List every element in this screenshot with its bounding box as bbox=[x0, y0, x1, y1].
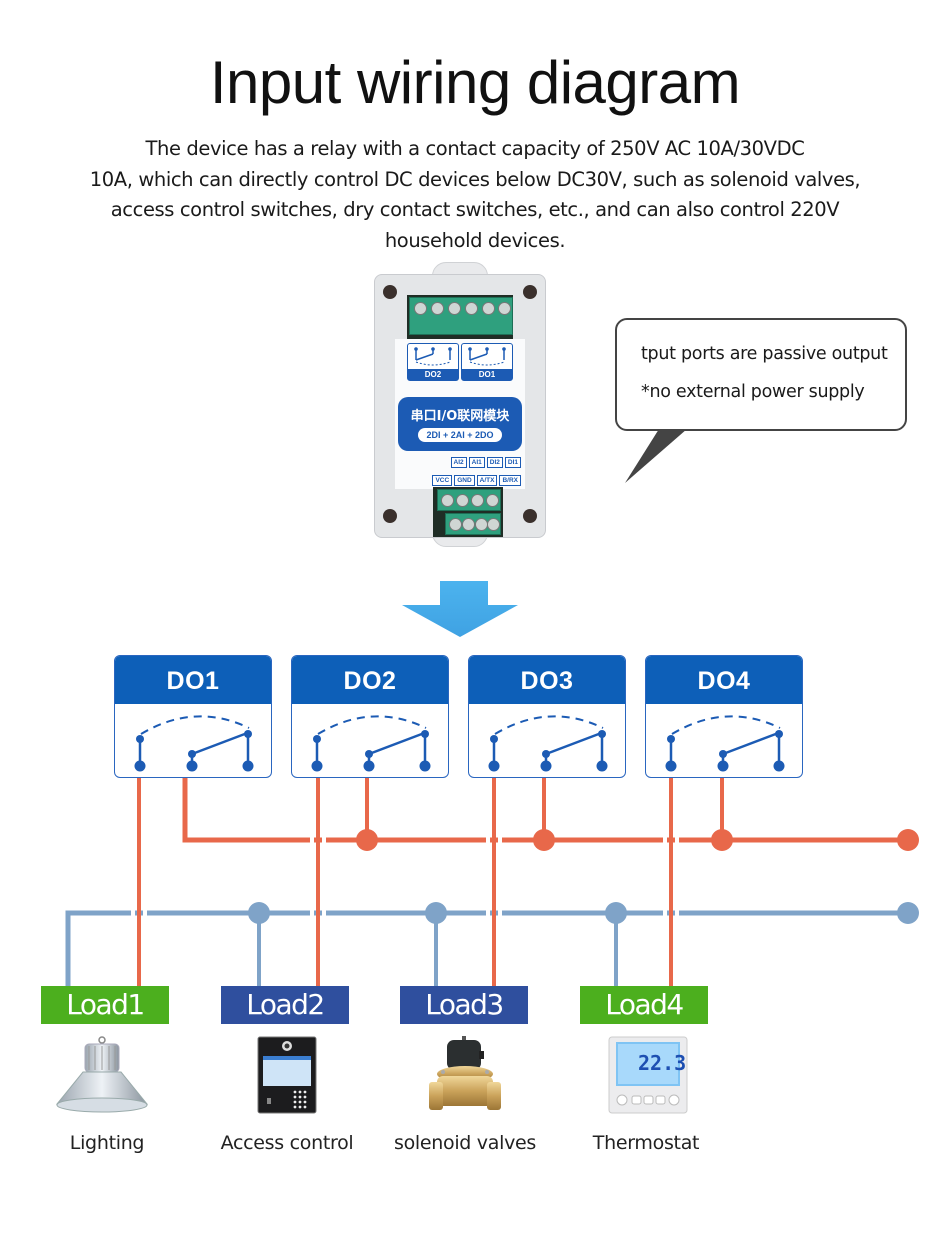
mount-hole-icon bbox=[523, 509, 537, 523]
screw-icon bbox=[431, 302, 444, 315]
relay-label: DO2 bbox=[292, 656, 448, 704]
neutral-bus bbox=[65, 902, 919, 988]
screw-icon bbox=[487, 518, 500, 531]
screw-icon bbox=[449, 518, 462, 531]
bubble-tail-icon bbox=[625, 429, 687, 483]
mount-hole-icon bbox=[523, 285, 537, 299]
device-label-panel: DO2 DO1 串口I/O联网模块 2DI + 2AI + 2DO AI2 bbox=[395, 339, 525, 489]
port-label: A/TX bbox=[476, 475, 498, 486]
io-module-device: DO2 DO1 串口I/O联网模块 2DI + 2AI + 2DO AI2 bbox=[374, 262, 546, 547]
terminal-dot bbox=[897, 829, 919, 851]
screw-icon bbox=[482, 302, 495, 315]
device-name-badge: 串口I/O联网模块 2DI + 2AI + 2DO bbox=[398, 397, 522, 451]
load-label: Load1 bbox=[41, 986, 169, 1024]
screw-icon bbox=[471, 494, 484, 507]
junction-dot bbox=[248, 902, 270, 924]
load-label: Load2 bbox=[221, 986, 349, 1024]
high-bay-lamp-icon bbox=[55, 1036, 149, 1113]
screw-icon bbox=[462, 518, 475, 531]
relay-label: DO3 bbox=[469, 656, 625, 704]
relay-contact-icon bbox=[414, 347, 452, 366]
description-line: 10A, which can directly control DC devic… bbox=[89, 167, 861, 191]
junction-dot bbox=[425, 902, 447, 924]
relay-contact-icon bbox=[468, 347, 506, 366]
relay-contact-icon bbox=[134, 715, 254, 772]
screw-icon bbox=[465, 302, 478, 315]
mount-hole-icon bbox=[383, 509, 397, 523]
terminal-dot bbox=[897, 902, 919, 924]
screw-icon bbox=[486, 494, 499, 507]
port-labels-row2: VCC GND A/TX B/RX bbox=[432, 475, 521, 486]
mini-relay-do2: DO2 bbox=[407, 343, 459, 381]
load-caption: solenoid valves bbox=[393, 1132, 537, 1154]
load-caption: Lighting bbox=[69, 1132, 145, 1154]
note-bubble: tput ports are passive output *no extern… bbox=[615, 318, 907, 431]
load-caption: Thermostat bbox=[592, 1132, 700, 1154]
common-bus bbox=[182, 778, 919, 851]
relay-do1: DO1 bbox=[114, 655, 272, 778]
relay-contact-icon bbox=[488, 715, 608, 772]
load-label: Load3 bbox=[400, 986, 528, 1024]
junction-dot bbox=[533, 829, 555, 851]
description-line: household devices. bbox=[384, 228, 566, 252]
port-label: B/RX bbox=[499, 475, 521, 486]
port-label: DI1 bbox=[504, 457, 521, 468]
device-spec: 2DI + 2AI + 2DO bbox=[418, 428, 502, 442]
relay-contact-icon bbox=[311, 715, 431, 772]
junction-dot bbox=[605, 902, 627, 924]
port-label: DI2 bbox=[486, 457, 503, 468]
description: The device has a relay with a contact ca… bbox=[60, 134, 890, 256]
port-label: AI2 bbox=[450, 457, 467, 468]
access-control-panel-icon bbox=[257, 1036, 317, 1114]
port-label: GND bbox=[454, 475, 475, 486]
description-line: The device has a relay with a contact ca… bbox=[145, 137, 805, 160]
screw-icon bbox=[441, 494, 454, 507]
note-line: tput ports are passive output bbox=[641, 344, 888, 364]
relay-do2: DO2 bbox=[291, 655, 449, 778]
relay-label: DO1 bbox=[115, 656, 271, 704]
arrow-down-icon bbox=[402, 581, 518, 637]
screw-icon bbox=[498, 302, 511, 315]
description-line: access control switches, dry contact swi… bbox=[110, 198, 840, 221]
screw-icon bbox=[456, 494, 469, 507]
device-name: 串口I/O联网模块 bbox=[410, 409, 510, 424]
screw-icon bbox=[414, 302, 427, 315]
terminal-block-top bbox=[407, 295, 513, 341]
device-housing: DO2 DO1 串口I/O联网模块 2DI + 2AI + 2DO AI2 bbox=[374, 274, 546, 538]
solenoid-valve-icon bbox=[429, 1036, 501, 1110]
port-labels-row1: AI2 AI1 DI2 DI1 bbox=[450, 457, 521, 468]
mount-hole-icon bbox=[383, 285, 397, 299]
relay-do4: DO4 bbox=[645, 655, 803, 778]
relay-contact-icon bbox=[665, 715, 785, 772]
junction-dot bbox=[356, 829, 378, 851]
port-label: VCC bbox=[432, 475, 453, 486]
thermostat-reading: 22.3 bbox=[638, 1051, 686, 1075]
mini-relay-label: DO1 bbox=[462, 369, 512, 380]
mini-relay-do1: DO1 bbox=[461, 343, 513, 381]
thermostat-icon: 22.3 bbox=[608, 1036, 688, 1114]
relay-label: DO4 bbox=[646, 656, 802, 704]
junction-dot bbox=[711, 829, 733, 851]
relay-do3: DO3 bbox=[468, 655, 626, 778]
load-caption: Access control bbox=[220, 1132, 354, 1154]
note-line: *no external power supply bbox=[641, 382, 865, 402]
port-label: AI1 bbox=[468, 457, 485, 468]
output-wires bbox=[131, 778, 679, 988]
terminal-block-bottom bbox=[433, 487, 503, 537]
screw-icon bbox=[448, 302, 461, 315]
mini-relay-label: DO2 bbox=[408, 369, 458, 380]
page-title: Input wiring diagram bbox=[209, 49, 741, 116]
load-label: Load4 bbox=[580, 986, 708, 1024]
